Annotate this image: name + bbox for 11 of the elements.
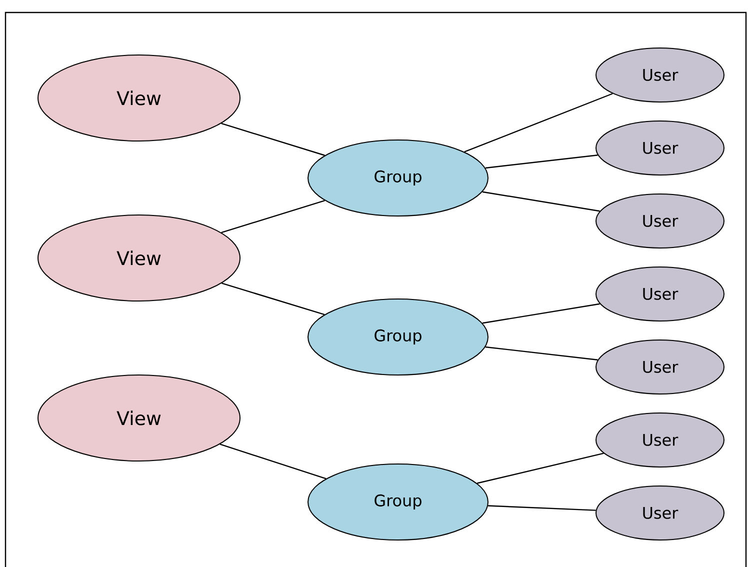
connector-line <box>482 191 600 212</box>
connector-line <box>464 93 613 152</box>
connector-line <box>485 154 598 169</box>
connector-line <box>485 346 598 360</box>
connector-line <box>221 200 325 234</box>
connector-line <box>476 452 604 484</box>
connector-line <box>221 122 325 156</box>
connector-line <box>222 282 325 316</box>
connector-line <box>220 444 326 480</box>
connector-line <box>482 303 600 324</box>
connector-line <box>488 505 596 511</box>
